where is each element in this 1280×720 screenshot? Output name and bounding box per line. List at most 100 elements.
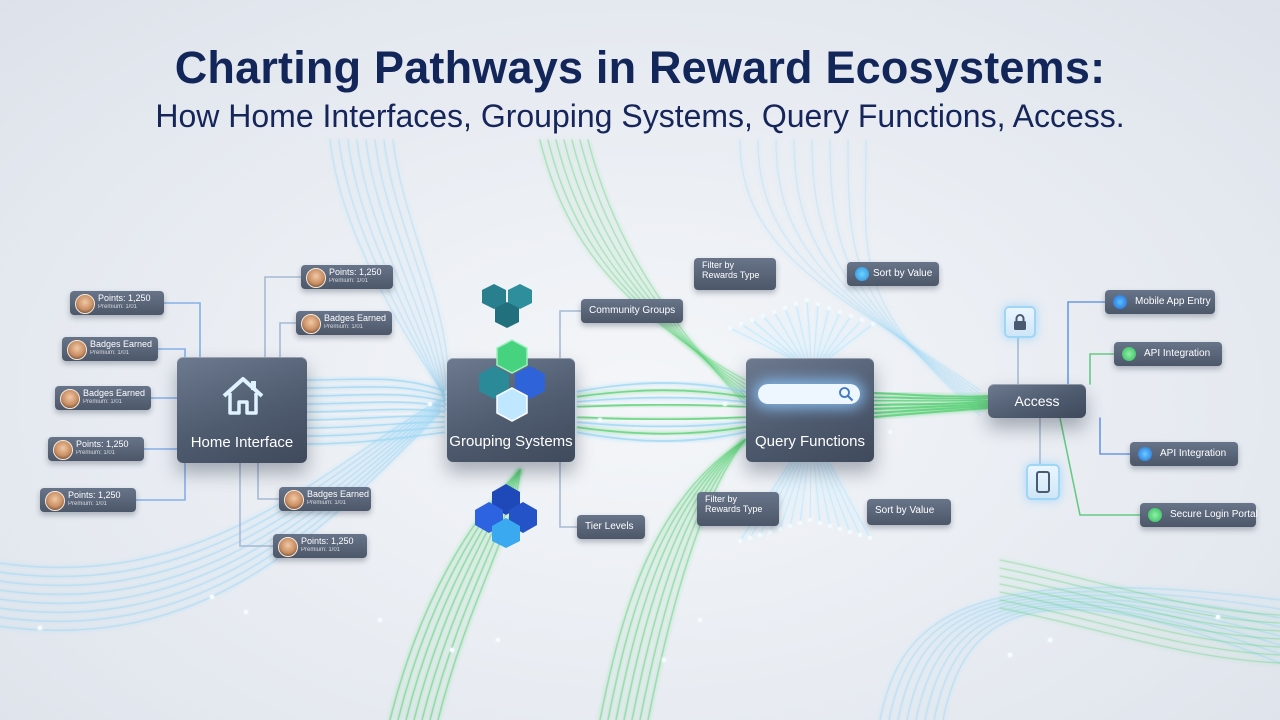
tag-title: Badges Earned [90, 339, 153, 349]
node-dot [748, 536, 752, 540]
node-dot [827, 306, 831, 310]
search-input[interactable] [758, 384, 860, 404]
node-dot [1047, 637, 1053, 643]
home-interface-node[interactable]: Home Interface [177, 357, 307, 463]
home-tag[interactable]: Points: 1,250 Premium: 1/01 [40, 488, 136, 512]
wire [306, 393, 448, 403]
wire [574, 421, 747, 428]
avatar [284, 490, 304, 510]
wire [999, 583, 1280, 640]
wire [306, 408, 448, 413]
node-dot [739, 322, 743, 326]
node-dot [761, 314, 765, 318]
wire [374, 139, 446, 410]
wire [825, 461, 861, 536]
tag-detail: Premium: 1/01 [307, 500, 347, 506]
node-dot [495, 637, 501, 643]
wire [607, 439, 746, 720]
wire [1067, 301, 1106, 385]
mobile-app-icon [1113, 295, 1127, 309]
home-icon [222, 377, 264, 415]
wire [135, 462, 186, 501]
tag-detail: Premium: 1/01 [83, 399, 123, 405]
sort-icon [855, 267, 869, 281]
api-integration-tag-2[interactable]: API Integration [1130, 442, 1238, 466]
tier-levels-tag[interactable]: Tier Levels [577, 515, 645, 539]
tag-label: API Integration [1144, 348, 1211, 359]
wire [574, 389, 747, 398]
wire [813, 303, 819, 359]
mobile-app-entry-tag[interactable]: Mobile App Entry [1105, 290, 1215, 314]
wire [999, 599, 1280, 656]
tag-label: Sort by Value [873, 268, 933, 279]
api-icon [1122, 347, 1136, 361]
home-tag[interactable]: Points: 1,250 Premium: 1/01 [48, 437, 144, 461]
node-dot [758, 533, 762, 537]
wire [631, 439, 746, 720]
wire [799, 461, 809, 524]
home-tag[interactable]: Badges Earned Premium: 1/01 [296, 311, 392, 335]
filter-rewards-tag-bottom[interactable]: Filter by Rewards Type [697, 492, 779, 526]
wire [873, 407, 989, 418]
tag-title: Badges Earned [324, 313, 387, 323]
wire [822, 315, 852, 359]
wire [915, 600, 1280, 720]
tag-title: Points: 1,250 [76, 439, 129, 449]
tag-label: Rewards Type [702, 270, 760, 280]
wire [623, 439, 746, 720]
node-dot [427, 401, 433, 407]
home-tag[interactable]: Badges Earned Premium: 1/01 [279, 487, 371, 511]
home-tag[interactable]: Points: 1,250 Premium: 1/01 [70, 291, 164, 315]
tag-label: Tier Levels [585, 521, 634, 532]
wire [789, 461, 806, 527]
api-integration-tag-1[interactable]: API Integration [1114, 342, 1222, 366]
home-tag[interactable]: Points: 1,250 Premium: 1/01 [273, 534, 367, 558]
avatar [60, 389, 80, 409]
node-dot [37, 625, 43, 631]
secure-login-portal-tag[interactable]: Secure Login Portal [1140, 503, 1258, 527]
api-icon [1138, 447, 1152, 461]
tag-detail: Premium: 1/01 [76, 450, 116, 456]
wire [873, 396, 989, 400]
wire [828, 323, 874, 359]
node-dot [243, 609, 249, 615]
community-groups-tag[interactable]: Community Groups [581, 299, 683, 323]
wire [825, 319, 863, 359]
node-dot [860, 318, 864, 322]
home-tag[interactable]: Badges Earned Premium: 1/01 [55, 386, 151, 410]
home-tag[interactable]: Points: 1,250 Premium: 1/01 [301, 265, 393, 289]
tag-label: Community Groups [589, 305, 676, 316]
node-dot [722, 401, 728, 407]
page-title: Charting Pathways in Reward Ecosystems: [174, 42, 1106, 93]
query-functions-node[interactable]: Query Functions [746, 358, 874, 462]
sort-value-tag-bottom[interactable]: Sort by Value [867, 499, 951, 525]
wire [615, 439, 746, 720]
wire [306, 401, 448, 408]
avatar [301, 314, 321, 334]
mobile-phone-icon [1026, 464, 1060, 500]
wire [873, 403, 989, 410]
node-dot [868, 536, 872, 540]
avatar [53, 440, 73, 460]
sort-value-tag-top[interactable]: Sort by Value [847, 262, 939, 286]
access-node[interactable]: Access [988, 384, 1086, 418]
wire [779, 461, 803, 530]
wire [365, 139, 446, 407]
wire [879, 586, 1280, 720]
node-dot [728, 326, 732, 330]
wire [279, 322, 297, 358]
tag-detail: Premium: 1/01 [324, 324, 364, 330]
home-tag[interactable]: Badges Earned Premium: 1/01 [62, 337, 158, 361]
lock-icon [1004, 306, 1036, 338]
wire [0, 411, 441, 632]
wire [587, 139, 746, 405]
tier-hex-cluster [475, 484, 537, 548]
wire [599, 439, 746, 720]
filter-rewards-tag-top[interactable]: Filter by Rewards Type [694, 258, 776, 290]
access-label: Access [1014, 393, 1060, 409]
wire [999, 575, 1280, 632]
node-dot [794, 302, 798, 306]
wire [239, 462, 274, 547]
